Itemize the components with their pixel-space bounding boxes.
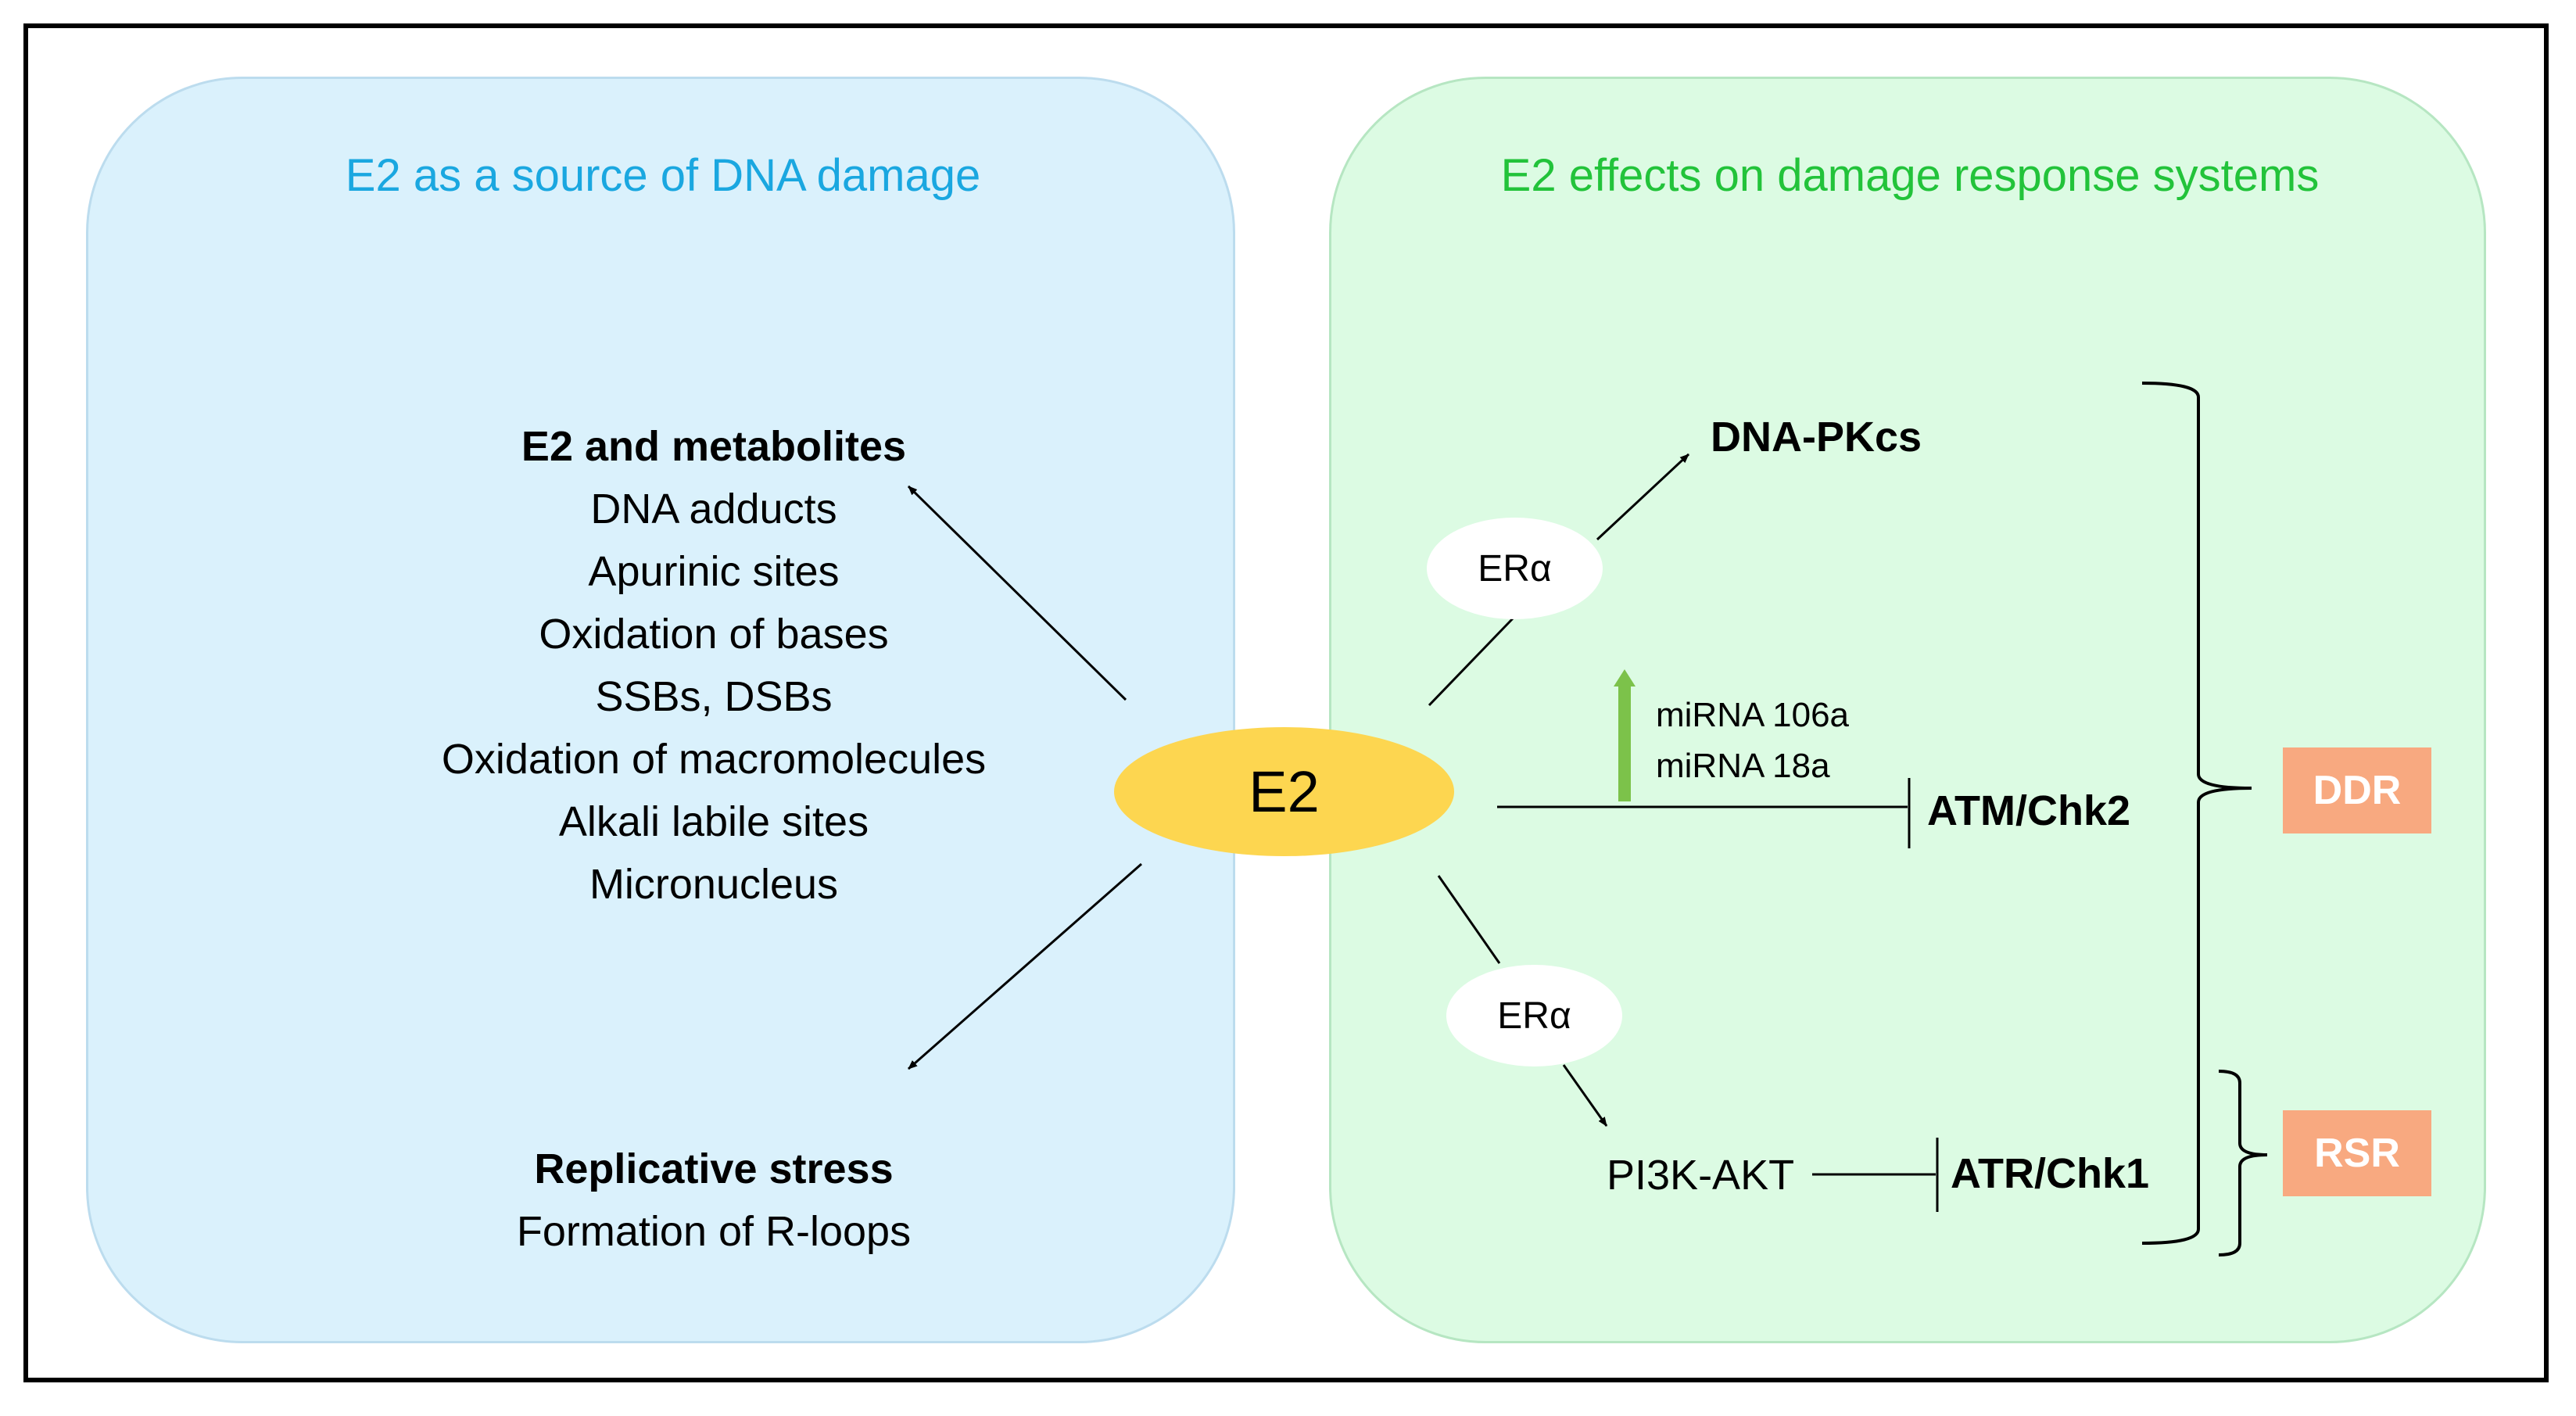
metabolite-item: Micronucleus <box>589 861 839 908</box>
arrow-to-replicative-stress <box>908 862 1142 1070</box>
up-arrow-head-icon <box>1614 669 1636 686</box>
metabolites-heading: E2 and metabolites <box>521 423 907 470</box>
mirna-106a-label: miRNA 106a <box>1656 696 1850 734</box>
e2-node: E2 <box>1114 727 1454 856</box>
ddr-badge: DDR <box>2283 747 2431 833</box>
replicative-stress-heading: Replicative stress <box>534 1145 894 1192</box>
dna-damage-panel-title: E2 as a source of DNA damage <box>345 150 981 201</box>
damage-response-panel-title: E2 effects on damage response systems <box>1500 150 2320 201</box>
arrow-to-metabolites <box>907 485 1127 701</box>
rsr-bracket <box>2218 1070 2268 1256</box>
line-e2-to-era-top <box>1428 616 1515 707</box>
atr-chk1-label: ATR/Chk1 <box>1951 1150 2150 1197</box>
rsr-badge: RSR <box>2283 1110 2431 1196</box>
metabolite-item: Alkali labile sites <box>558 798 869 845</box>
dna-pkcs-label: DNA-PKcs <box>1711 414 1922 461</box>
arrow-to-pi3k-akt <box>1562 1064 1608 1127</box>
replicative-stress-block: Replicative stress Formation of R-loops <box>323 1138 1105 1263</box>
atm-chk2-label: ATM/Chk2 <box>1927 787 2131 834</box>
metabolite-item: SSBs, DSBs <box>595 673 833 720</box>
era-node-top: ERα <box>1427 518 1603 619</box>
metabolite-item: Oxidation of macromolecules <box>441 736 987 783</box>
pi3k-akt-label: PI3K-AKT <box>1607 1152 1795 1199</box>
stress-item: Formation of R-loops <box>516 1208 912 1255</box>
metabolites-block: E2 and metabolites DNA adducts Apurinic … <box>323 415 1105 916</box>
arrow-to-dna-pkcs <box>1596 453 1690 541</box>
dna-damage-panel: E2 as a source of DNA damage E2 and meta… <box>86 77 1235 1343</box>
damage-response-panel: E2 effects on damage response systems <box>1329 77 2486 1343</box>
line-e2-to-era-bottom <box>1437 875 1501 964</box>
metabolite-item: Oxidation of bases <box>539 611 889 658</box>
figure-frame <box>23 23 2549 1382</box>
era-node-bottom: ERα <box>1446 965 1622 1066</box>
metabolite-item: Apurinic sites <box>588 548 840 595</box>
mirna-18a-label: miRNA 18a <box>1656 747 1830 785</box>
metabolite-item: DNA adducts <box>590 486 837 532</box>
ddr-bracket <box>2141 382 2252 1245</box>
